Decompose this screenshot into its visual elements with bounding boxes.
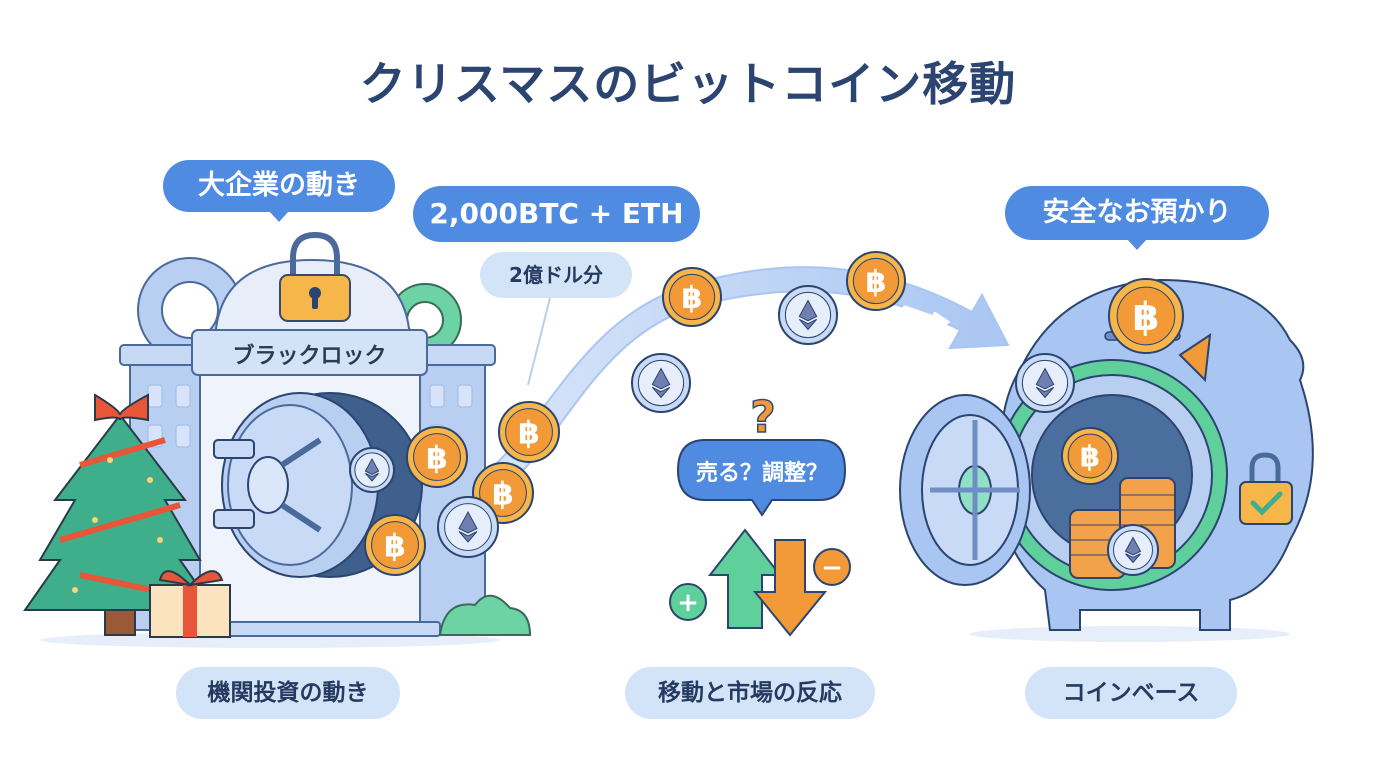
question-bubble — [676, 439, 847, 517]
bitcoin-coin-icon: ฿ — [662, 267, 722, 327]
svg-text:฿: ฿ — [1132, 295, 1159, 340]
svg-text:฿: ฿ — [492, 476, 514, 512]
bitcoin-coin-icon: ฿ — [1061, 427, 1119, 485]
svg-text:฿: ฿ — [681, 281, 702, 316]
svg-text:฿: ฿ — [518, 415, 540, 451]
bitcoin-coin-icon: ฿ — [498, 401, 560, 463]
caption-market-reaction: 移動と市場の反応 — [625, 667, 875, 719]
caption-coinbase: コインベース — [1025, 667, 1237, 719]
plus-circle-icon — [669, 583, 707, 621]
bitcoin-coin-icon: ฿ — [846, 251, 906, 311]
svg-text:฿: ฿ — [384, 528, 406, 564]
plus-sign: + — [677, 588, 699, 618]
right-ground-shadow — [970, 626, 1290, 642]
christmas-tree-icon — [23, 393, 217, 636]
minus-sign: − — [821, 553, 843, 583]
down-arrow-icon — [752, 539, 828, 637]
bush-icon — [438, 594, 532, 636]
amount-bubble: 2,000BTC + ETH — [413, 186, 700, 242]
value-note-pill: 2億ドル分 — [480, 252, 632, 298]
safe-custody-bubble: 安全なお預かり — [1005, 186, 1269, 250]
checked-padlock-icon — [1239, 452, 1293, 525]
bitcoin-coin-icon: ฿ — [364, 514, 426, 576]
minus-circle-icon — [813, 548, 851, 586]
question-bubble-text: 売る？調整？ — [696, 460, 828, 486]
question-mark-text: ? — [750, 392, 776, 443]
big-company-bubble: 大企業の動き — [163, 160, 395, 222]
question-mark-icon: ? — [749, 391, 776, 444]
ether-coin-icon — [631, 353, 691, 413]
svg-text:฿: ฿ — [1080, 440, 1100, 474]
gift-box-icon — [149, 570, 231, 638]
svg-text:฿: ฿ — [865, 265, 886, 300]
up-arrow-icon — [707, 528, 783, 629]
bitcoin-coin-icon: ฿ — [1108, 278, 1184, 354]
value-note-pointer — [527, 297, 551, 386]
ether-coin-icon — [437, 496, 499, 558]
padlock-icon — [279, 231, 351, 322]
piggy-bank-vault — [899, 278, 1314, 631]
ether-coin-icon — [778, 285, 838, 345]
caption-institutional: 機関投資の動き — [176, 667, 400, 719]
ether-coin-icon — [1015, 353, 1075, 413]
svg-text:฿: ฿ — [426, 440, 448, 476]
open-vault-door — [899, 394, 1031, 586]
bitcoin-coin-icon: ฿ — [406, 426, 468, 488]
page-title: クリスマスのビットコイン移動 — [359, 57, 1017, 111]
blackrock-sign: ブラックロック — [232, 344, 387, 369]
flow-arrow — [458, 266, 1010, 512]
ether-coin-icon — [349, 447, 395, 493]
ether-coin-icon — [1107, 524, 1159, 576]
